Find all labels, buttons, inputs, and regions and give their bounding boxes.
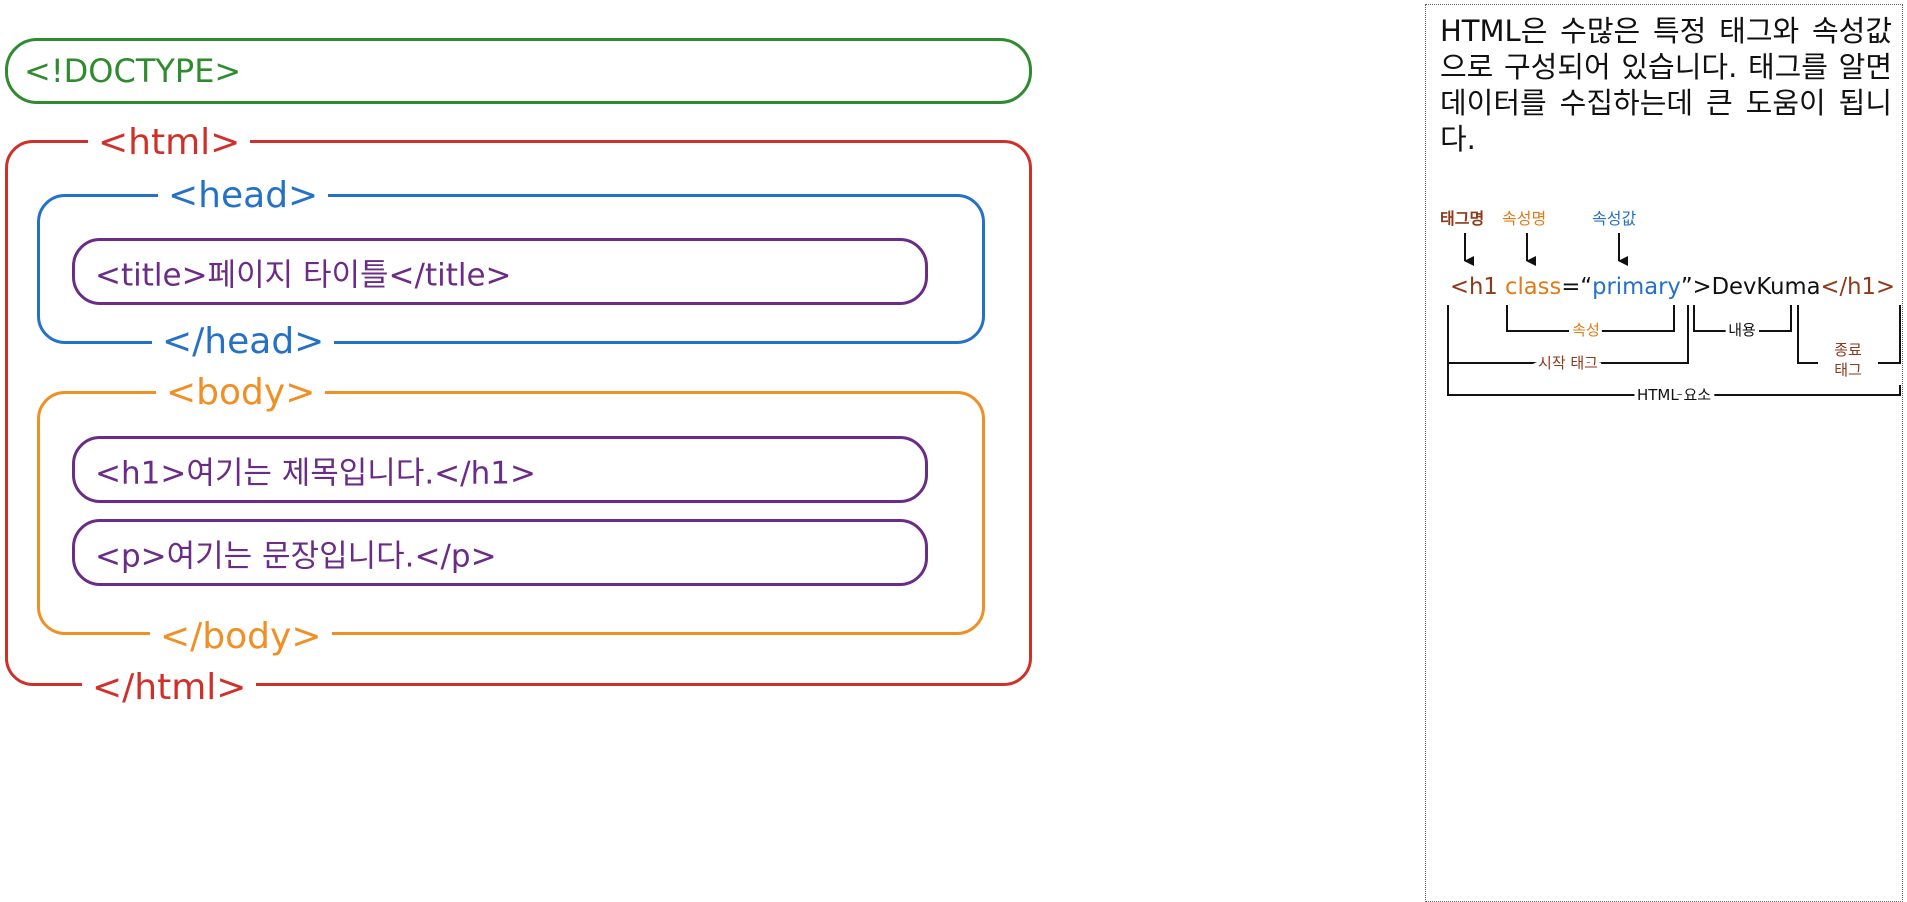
code-open-tag: <h1	[1450, 274, 1498, 300]
body-element-box	[37, 391, 985, 635]
h1-element-box: <h1>여기는 제목입니다.</h1>	[72, 436, 928, 503]
code-equals: =“	[1561, 274, 1592, 300]
content-bracket	[1693, 305, 1792, 332]
element-bracket-label: HTML 요소	[1637, 386, 1711, 404]
content-bracket-label: 내용	[1728, 321, 1756, 339]
title-element-label: <title>페이지 타이틀</title>	[95, 257, 512, 293]
html-close-tag: </html>	[82, 670, 257, 706]
code-end-tag: </h1>	[1821, 274, 1895, 300]
start-tag-bracket-label: 시작 태그	[1538, 354, 1598, 372]
end-tag-bracket-label-1: 종료	[1834, 341, 1862, 359]
end-tag-label-bg	[1818, 339, 1878, 381]
title-element-box: <title>페이지 타이틀</title>	[72, 238, 928, 305]
doctype-label: <!DOCTYPE>	[24, 52, 242, 90]
head-close-tag: </head>	[152, 324, 335, 360]
attribute-bracket-label: 속성	[1572, 321, 1600, 339]
p-element-box: <p>여기는 문장입니다.</p>	[72, 519, 928, 586]
explanation-panel: HTML은 수많은 특정 태그와 속성값으로 구성되어 있습니다. 태그를 알면…	[1425, 4, 1903, 902]
end-tag-bracket-label-2: 태그	[1834, 361, 1862, 379]
code-attr-value: primary	[1592, 274, 1681, 300]
element-bracket	[1447, 363, 1901, 396]
doctype-box: <!DOCTYPE>	[5, 38, 1032, 104]
code-content: DevKuma	[1712, 274, 1821, 300]
head-open-tag: <head>	[158, 178, 329, 214]
code-example: <h1 class=“primary”>DevKuma</h1>	[1450, 274, 1895, 300]
code-attr-name: class	[1505, 274, 1561, 300]
head-element-box	[37, 194, 985, 344]
body-open-tag: <body>	[156, 375, 326, 411]
start-tag-bracket	[1447, 305, 1689, 364]
html-element-box	[5, 140, 1032, 686]
code-close-quote: ”>	[1681, 274, 1712, 300]
panel-description: HTML은 수많은 특정 태그와 속성값으로 구성되어 있습니다. 태그를 알면…	[1440, 14, 1892, 156]
html-open-tag: <html>	[88, 125, 251, 161]
h1-element-label: <h1>여기는 제목입니다.</h1>	[95, 455, 536, 491]
body-close-tag: </body>	[150, 619, 332, 655]
attribute-bracket	[1506, 305, 1675, 332]
p-element-label: <p>여기는 문장입니다.</p>	[95, 538, 497, 574]
html-anatomy-diagram: 태그명 속성명 속성값 <h1 class=“primary”>DevKuma<…	[1440, 209, 1901, 405]
tag-name-caption: 태그명	[1440, 209, 1484, 228]
code-space	[1498, 274, 1505, 300]
attr-value-caption: 속성값	[1592, 209, 1636, 228]
attr-name-caption: 속성명	[1502, 209, 1546, 228]
